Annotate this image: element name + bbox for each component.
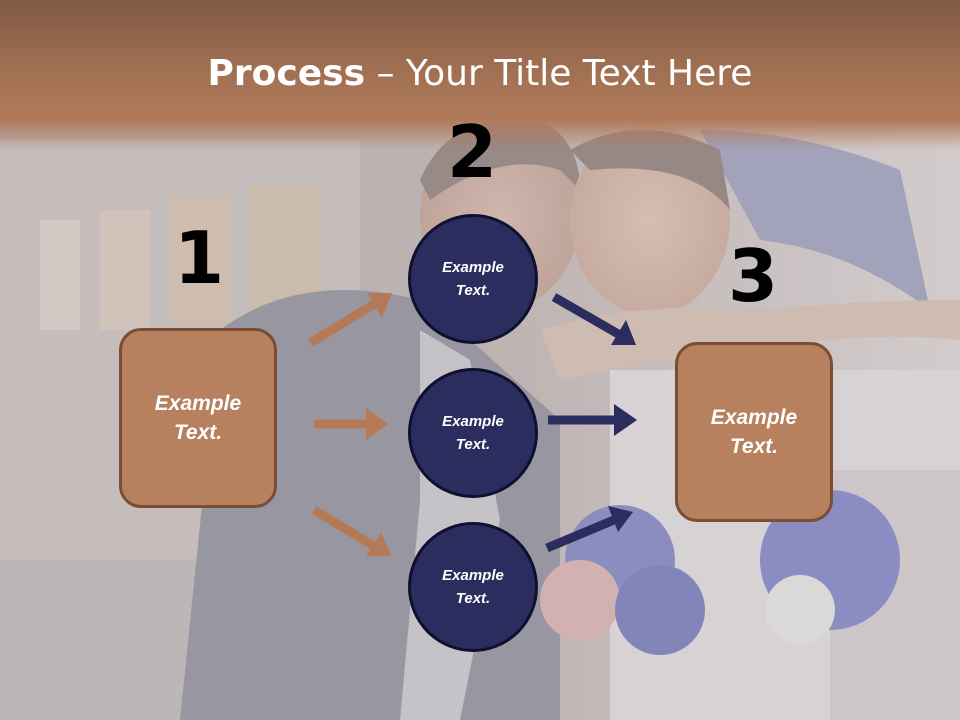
slide-title: Process – Your Title Text Here <box>0 52 960 96</box>
arrow-2b-to-3 <box>548 404 637 436</box>
arrow-2a-to-3 <box>551 293 636 345</box>
title-rest: – Your Title Text Here <box>365 53 753 94</box>
step-number-2: 2 <box>446 110 498 194</box>
arrow-1-to-2b <box>314 408 388 440</box>
title-bold: Process <box>207 53 366 94</box>
step-number-1: 1 <box>173 216 225 300</box>
arrow-2c-to-3 <box>545 506 633 553</box>
title-bar <box>0 0 960 150</box>
step-number-3: 3 <box>727 234 779 318</box>
arrow-1-to-2a <box>307 293 392 347</box>
arrow-1-to-2c <box>311 506 391 556</box>
